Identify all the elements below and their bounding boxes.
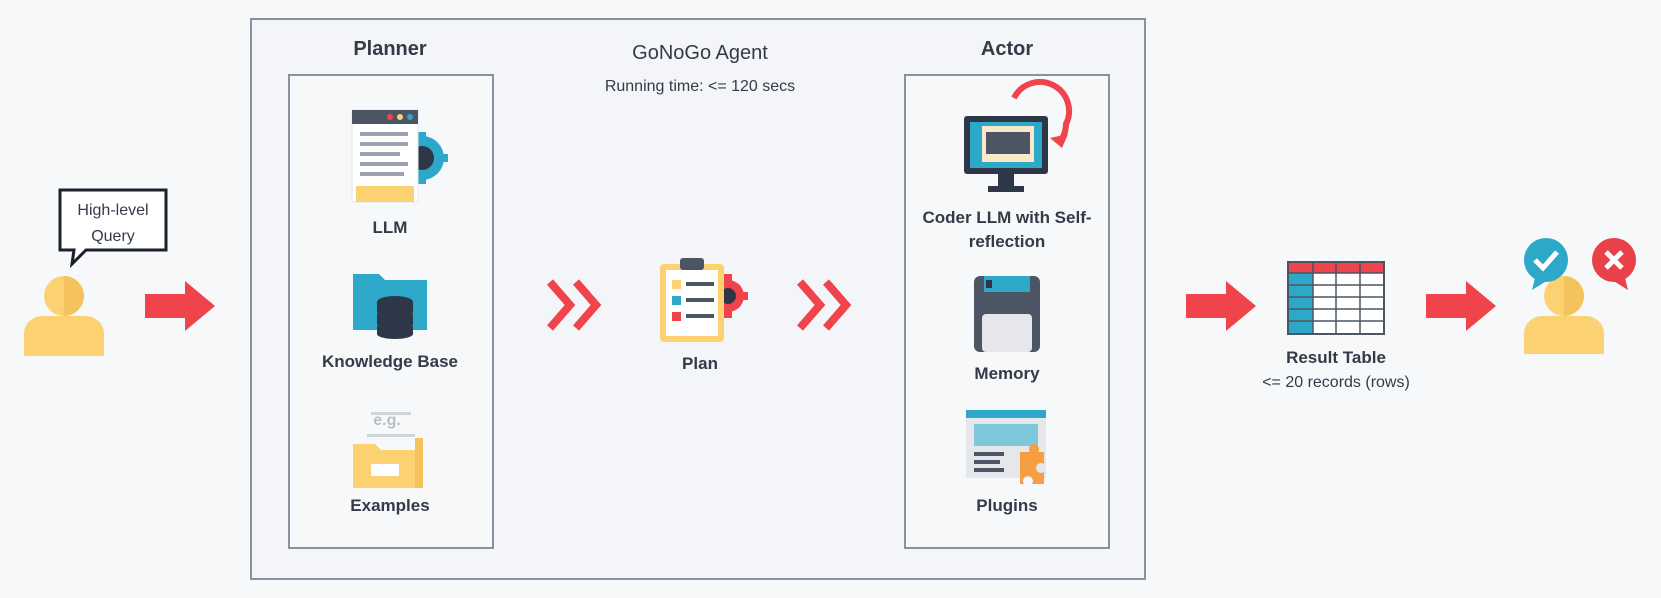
result-table-icon	[1287, 261, 1385, 335]
result-table-subtitle: <= 20 records (rows)	[1262, 374, 1410, 391]
planner-item-llm: LLM	[372, 218, 408, 237]
planner-title: Planner	[353, 38, 427, 60]
planner-item-knowledge-base: Knowledge Base	[321, 352, 459, 371]
cross-badge-icon	[1592, 238, 1636, 290]
query-text: High-level Query	[77, 202, 149, 245]
llm-document-gear-icon	[351, 109, 448, 203]
actor-item-plugins: Plugins	[976, 496, 1038, 515]
double-chevron-right-icon	[796, 279, 852, 331]
database-folder-icon	[353, 274, 427, 339]
arrow-right-icon	[145, 281, 215, 331]
clipboard-checklist-icon	[660, 258, 748, 342]
actor-title: Actor	[980, 38, 1034, 60]
check-badge-icon	[1524, 238, 1568, 290]
arrow-right-icon	[1426, 281, 1496, 331]
examples-folder-icon	[353, 412, 423, 488]
arrow-right-icon	[1186, 281, 1256, 331]
double-chevron-right-icon	[546, 279, 602, 331]
agent-running-time: Running time: <= 120 secs	[604, 78, 796, 95]
user-decision-icon	[1524, 276, 1604, 354]
actor-item-coder-llm: Coder LLM with Self-reflection	[922, 208, 1092, 251]
examples-icon-text: e.g.	[373, 412, 401, 429]
plan-label: Plan	[682, 354, 718, 373]
code-monitor-icon	[964, 78, 1073, 192]
result-table-title: Result Table	[1286, 348, 1386, 367]
planner-item-examples: Examples	[350, 496, 430, 515]
floppy-disk-icon	[974, 276, 1040, 352]
plugin-window-icon	[966, 410, 1046, 484]
agent-title: GoNoGo Agent	[632, 42, 768, 64]
actor-item-memory: Memory	[974, 364, 1040, 383]
speech-bubble-icon	[58, 188, 168, 269]
user-icon	[24, 276, 104, 356]
